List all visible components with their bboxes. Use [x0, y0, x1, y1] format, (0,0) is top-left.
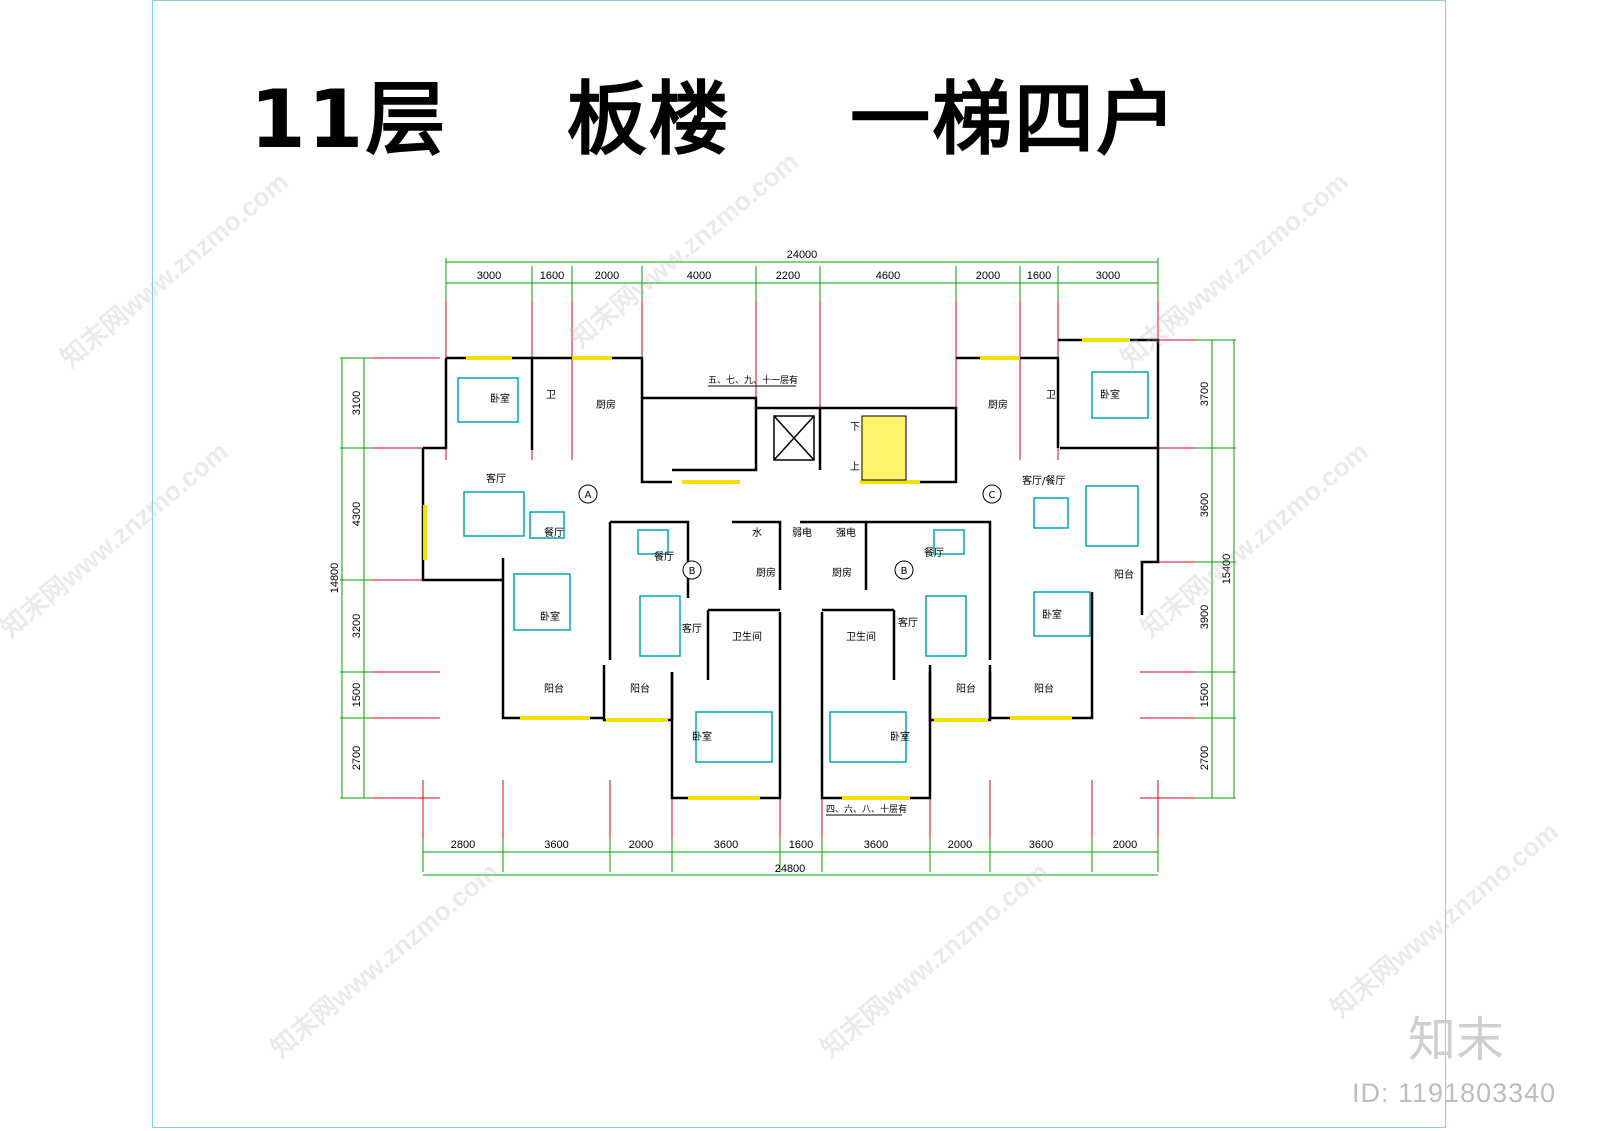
room-label: 阳台	[1114, 568, 1134, 581]
furniture	[457, 371, 1149, 763]
dimension-value-left: 2700	[351, 746, 363, 770]
dimension-labels: 24000 3000 1600 2000 4000 2200 4600 2000 1600 300…	[329, 249, 1233, 875]
dimension-total-bottom: 24800	[775, 863, 806, 875]
room-label: 卫生间	[732, 630, 762, 643]
room-label: 卧室	[1042, 608, 1062, 621]
stair	[861, 415, 907, 481]
room-label: 客厅	[682, 622, 702, 635]
dimension-value-bottom: 2000	[1113, 839, 1137, 851]
room-label: 客厅	[486, 472, 506, 485]
dimension-value-top: 1600	[540, 270, 564, 282]
dimension-value-bottom: 1600	[789, 839, 813, 851]
dimension-value-bottom: 2800	[451, 839, 475, 851]
room-label: 阳台	[956, 682, 976, 695]
room-label: 卧室	[540, 610, 560, 623]
drawing-frame	[152, 0, 1446, 1128]
room-label: 厨房	[832, 566, 852, 579]
dimension-value-top: 1600	[1027, 270, 1051, 282]
room-label: 餐厅	[544, 526, 564, 539]
dimension-value-top: 2000	[976, 270, 1000, 282]
document-id: ID: 1191803340	[1352, 1078, 1557, 1108]
room-label: 客厅	[898, 616, 918, 629]
room-label: 卧室	[890, 730, 910, 743]
dimension-total-right: 15400	[1221, 554, 1233, 585]
unit-b-left-marker	[682, 560, 702, 580]
room-label: 阳台	[544, 682, 564, 695]
room-label: 卫生间	[846, 630, 876, 643]
room-label: 卫	[1046, 390, 1056, 401]
dimension-value-top: 4600	[876, 270, 900, 282]
room-label: 厨房	[756, 566, 776, 579]
room-label: 厨房	[596, 398, 616, 411]
dimension-value-bottom: 3600	[864, 839, 888, 851]
dimension-value-right: 3900	[1199, 605, 1211, 629]
dimension-value-bottom: 3600	[544, 839, 568, 851]
dimension-value-right: 3700	[1199, 382, 1211, 406]
bottom-floor-note: 四、六、八、十层有	[826, 803, 907, 815]
dimension-value-top: 4000	[687, 270, 711, 282]
dimension-value-left: 3100	[351, 391, 363, 415]
dimension-total-left: 14800	[329, 563, 341, 594]
unit-markers	[578, 484, 1002, 580]
windows	[423, 338, 1130, 800]
brand-logo-text: 知末	[1408, 1012, 1505, 1068]
room-label: 水	[752, 527, 762, 539]
dimension-value-top: 2000	[595, 270, 619, 282]
unit-a-marker	[578, 484, 598, 504]
room-label: 卧室	[692, 730, 712, 743]
stair-down-label: 下	[850, 422, 860, 433]
unit-c-marker	[982, 484, 1002, 504]
unit-a-label: A	[585, 490, 592, 501]
dimension-lines	[340, 258, 1236, 876]
room-label: 客厅/餐厅	[1022, 474, 1065, 487]
dimension-value-left: 4300	[351, 502, 363, 526]
stair-up-label: 上	[850, 461, 860, 473]
room-label: 厨房	[988, 398, 1008, 411]
unit-b-right-label: B	[901, 566, 908, 577]
dimension-value-right: 3600	[1199, 493, 1211, 517]
elevator	[773, 415, 815, 461]
room-label: 卫	[546, 390, 556, 401]
room-label: 阳台	[1034, 682, 1054, 695]
unit-b-right-marker	[894, 560, 914, 580]
drawing-title: 11层 板楼 一梯四户	[250, 73, 1179, 166]
dimension-value-top: 3000	[1096, 270, 1120, 282]
room-label: 弱电	[792, 526, 812, 539]
dimension-value-bottom: 2000	[948, 839, 972, 851]
unit-c-label: C	[989, 490, 996, 501]
unit-b-left-label: B	[689, 566, 696, 577]
room-label: 餐厅	[654, 550, 674, 563]
room-label: 阳台	[630, 682, 650, 695]
dimension-value-bottom: 2000	[629, 839, 653, 851]
dimension-value-left: 3200	[351, 614, 363, 638]
room-label: 卧室	[490, 392, 510, 405]
dimension-value-top: 3000	[477, 270, 501, 282]
dimension-value-right: 2700	[1199, 746, 1211, 770]
room-label: 卧室	[1100, 388, 1120, 401]
dimension-value-bottom: 3600	[1029, 839, 1053, 851]
dimension-value-bottom: 3600	[714, 839, 738, 851]
walls	[421, 338, 1160, 800]
dimension-total-top: 24000	[787, 249, 818, 261]
dimension-value-left: 1500	[351, 683, 363, 707]
dimension-value-top: 2200	[776, 270, 800, 282]
dimension-value-right: 1500	[1199, 683, 1211, 707]
room-label: 餐厅	[924, 546, 944, 559]
room-label: 强电	[836, 526, 856, 539]
top-floor-note: 五、七、九、十一层有	[708, 374, 798, 386]
